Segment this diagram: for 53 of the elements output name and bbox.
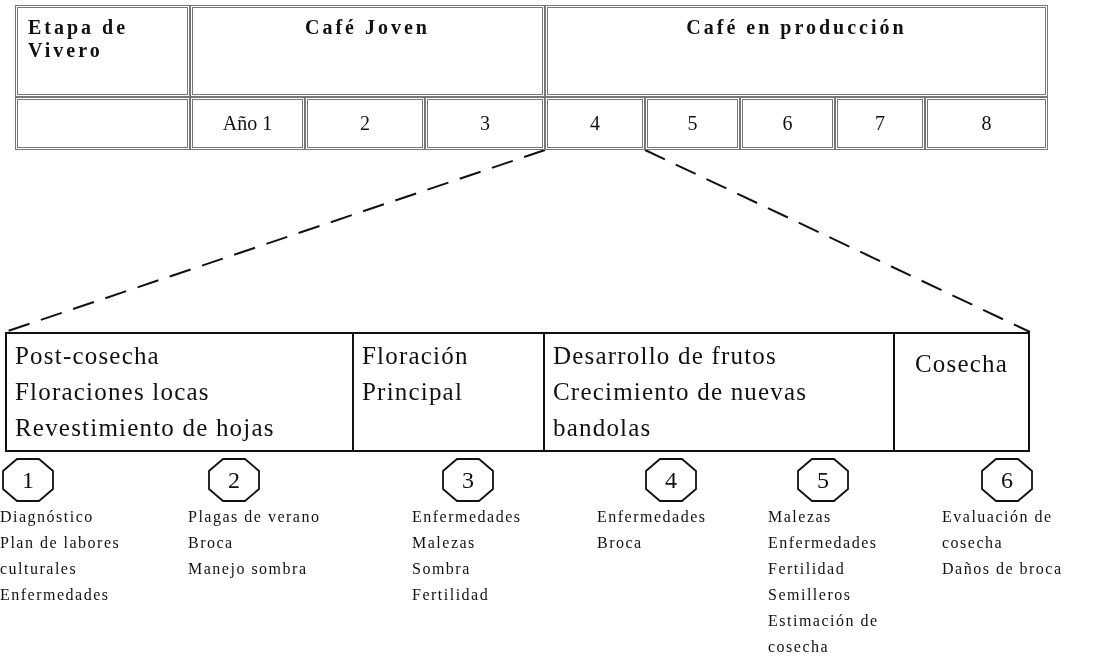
task-item: Plan de labores culturales	[0, 533, 122, 579]
task-item: Semilleros	[768, 585, 853, 605]
phase-text: Cosecha	[913, 349, 1010, 379]
stage-header: Café Joven	[190, 5, 545, 97]
year-label: 5	[645, 97, 740, 150]
step-octagon	[645, 458, 697, 502]
step-number: 1	[21, 466, 35, 495]
task-item: Malezas	[768, 507, 833, 527]
task-item: Enfermedades	[597, 507, 707, 527]
phase-text: Desarrollo de frutos	[553, 341, 778, 371]
task-item: Enfermedades	[768, 533, 879, 553]
year-label: 8	[925, 97, 1048, 150]
task-item: Evaluación de cosecha	[942, 507, 1054, 553]
empty-table-area	[15, 97, 190, 150]
phase-text: Principal	[362, 377, 465, 407]
phase-text: Revestimiento de hojas	[15, 413, 276, 443]
task-item: Manejo sombra	[188, 559, 309, 580]
stage-header: Etapa de Vivero	[15, 5, 190, 97]
dashed-zoom-line	[644, 149, 1031, 333]
year-label: 3	[425, 97, 545, 150]
task-item: Broca	[188, 533, 235, 553]
step-number: 3	[461, 466, 475, 495]
step-number: 5	[816, 466, 830, 495]
year-label: 6	[740, 97, 835, 150]
task-item: Daños de broca	[942, 559, 1064, 579]
step-octagon	[442, 458, 494, 502]
step-octagon	[797, 458, 849, 502]
task-item: Fertilidad	[412, 585, 491, 605]
step-octagon	[981, 458, 1033, 502]
year-label: Año 1	[190, 97, 305, 150]
task-item: Broca	[597, 533, 644, 553]
step-number: 2	[227, 466, 241, 495]
phase-text: Post-cosecha	[15, 341, 161, 371]
year-label: 4	[545, 97, 645, 150]
task-item: Enfermedades	[412, 507, 522, 527]
task-item: Estimación de cosecha	[768, 611, 880, 657]
task-item: Malezas	[412, 533, 477, 553]
task-item: Fertilidad	[768, 559, 847, 579]
stage-header: Café en producción	[545, 5, 1048, 97]
task-item: Enfermedades	[0, 585, 111, 605]
phase-bar	[5, 332, 1030, 452]
task-item: Sombra	[412, 559, 472, 579]
step-number: 6	[1000, 466, 1014, 495]
phase-text: Floraciones locas	[15, 377, 211, 407]
step-octagon	[2, 458, 54, 502]
year-label: 7	[835, 97, 925, 150]
year-label: 2	[305, 97, 425, 150]
step-number: 4	[664, 466, 678, 495]
step-octagon	[208, 458, 260, 502]
phase-text: Crecimiento de nuevas bandolas	[553, 377, 809, 443]
task-item: Diagnóstico	[0, 507, 95, 528]
task-item: Plagas de verano	[188, 507, 321, 528]
phase-text: Floración	[362, 341, 470, 371]
